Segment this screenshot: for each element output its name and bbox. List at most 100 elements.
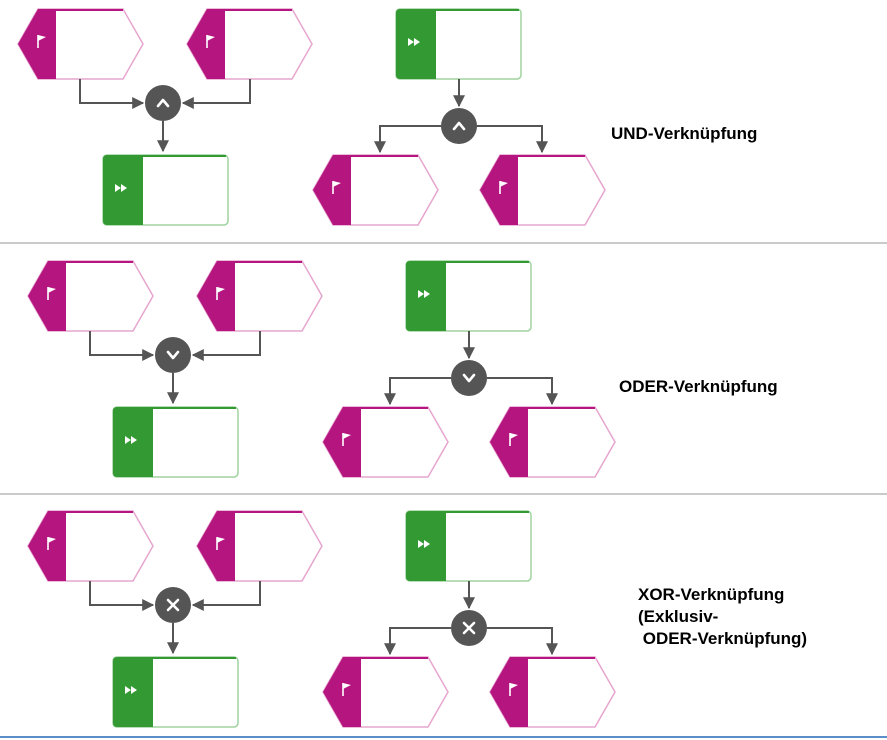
flag-cloth: [48, 287, 56, 293]
split-output-event-1: [322, 406, 449, 478]
event-band: [313, 155, 351, 225]
close-x-icon: [166, 598, 180, 612]
fast-forward-icon: [115, 184, 127, 192]
flag-icon: [37, 35, 46, 48]
event-band: [490, 657, 528, 727]
fast-forward-icon: [125, 436, 137, 444]
split-output-event-1: [322, 656, 449, 728]
ff-arrow-2: [131, 436, 137, 444]
join-connector-right: [191, 331, 261, 361]
event-band: [323, 657, 361, 727]
operator-circle: [145, 85, 181, 121]
flag-cloth: [510, 433, 518, 439]
operator-circle: [441, 108, 477, 144]
label-line: UND-Verknüpfung: [611, 124, 758, 143]
flag-icon: [332, 181, 341, 194]
split-connector-right: [477, 125, 548, 154]
flag-icon: [47, 537, 56, 550]
split-operator-or: [451, 360, 487, 396]
chevron-down-icon: [166, 350, 180, 360]
join-input-event-1: [27, 510, 154, 582]
join-input-event-1: [27, 260, 154, 332]
ff-arrow-2: [131, 686, 137, 694]
label-line: ODER-Verknüpfung: [619, 377, 778, 396]
fast-forward-icon: [418, 540, 430, 548]
event-band: [28, 511, 66, 581]
join-input-event-2: [196, 510, 323, 582]
split-connector-left: [374, 125, 441, 154]
flag-icon: [216, 287, 225, 300]
flag-icon: [206, 35, 215, 48]
section-label-xor: XOR-Verknüpfung (Exklusiv- ODER-Verknüpf…: [638, 584, 807, 650]
x-stroke-2: [462, 621, 476, 635]
flag-cloth: [217, 537, 225, 543]
flag-icon: [47, 287, 56, 300]
ff-arrow-1: [418, 290, 424, 298]
caret-up-icon: [156, 98, 170, 108]
join-connector-right: [191, 581, 261, 611]
split-connector-left: [384, 627, 451, 656]
section-label-or: ODER-Verknüpfung: [619, 376, 778, 398]
join-output-function: [112, 406, 239, 478]
join-connector-right: [181, 79, 251, 109]
flag-cloth: [500, 181, 508, 187]
flag-icon: [342, 433, 351, 446]
flag-cloth: [207, 35, 215, 41]
flag-cloth: [343, 433, 351, 439]
split-output-event-2: [479, 154, 606, 226]
join-input-event-2: [186, 8, 313, 80]
label-line: XOR-Verknüpfung: [638, 585, 785, 604]
split-operator-and: [441, 108, 477, 144]
join-operator-xor: [155, 587, 191, 623]
split-connector-left: [384, 377, 451, 406]
event-band: [197, 511, 235, 581]
join-input-event-1: [17, 8, 144, 80]
operator-circle: [451, 360, 487, 396]
flag-cloth: [217, 287, 225, 293]
flag-cloth: [48, 537, 56, 543]
join-connector-left: [89, 331, 155, 361]
event-band: [187, 9, 225, 79]
split-input-function: [405, 260, 532, 332]
x-stroke-2: [166, 598, 180, 612]
split-connector-right: [487, 377, 558, 406]
label-line: ODER-Verknüpfung): [638, 629, 808, 648]
split-output-event-2: [489, 406, 616, 478]
flag-cloth: [343, 683, 351, 689]
flag-icon: [216, 537, 225, 550]
flag-icon: [509, 683, 518, 696]
ff-arrow-2: [414, 38, 420, 46]
flag-icon: [509, 433, 518, 446]
flag-cloth: [510, 683, 518, 689]
split-output-event-1: [312, 154, 439, 226]
join-output-function: [102, 154, 229, 226]
close-x-icon: [462, 621, 476, 635]
fast-forward-icon: [418, 290, 430, 298]
event-band: [197, 261, 235, 331]
split-input-function: [395, 8, 522, 80]
join-connector-left: [89, 581, 155, 611]
operator-circle: [155, 337, 191, 373]
label-line: (Exklusiv-: [638, 607, 719, 626]
split-output-event-2: [489, 656, 616, 728]
flag-cloth: [333, 181, 341, 187]
event-band: [323, 407, 361, 477]
chevron-down-icon: [462, 373, 476, 383]
event-band: [490, 407, 528, 477]
ff-arrow-2: [424, 290, 430, 298]
fast-forward-icon: [408, 38, 420, 46]
flag-icon: [342, 683, 351, 696]
ff-arrow-1: [125, 686, 131, 694]
ff-arrow-2: [121, 184, 127, 192]
split-operator-xor: [451, 610, 487, 646]
join-operator-and: [145, 85, 181, 121]
join-output-function: [112, 656, 239, 728]
join-input-event-2: [196, 260, 323, 332]
event-band: [28, 261, 66, 331]
caret-up-icon: [452, 121, 466, 131]
flag-cloth: [38, 35, 46, 41]
section-label-and: UND-Verknüpfung: [611, 123, 757, 145]
split-input-function: [405, 510, 532, 582]
